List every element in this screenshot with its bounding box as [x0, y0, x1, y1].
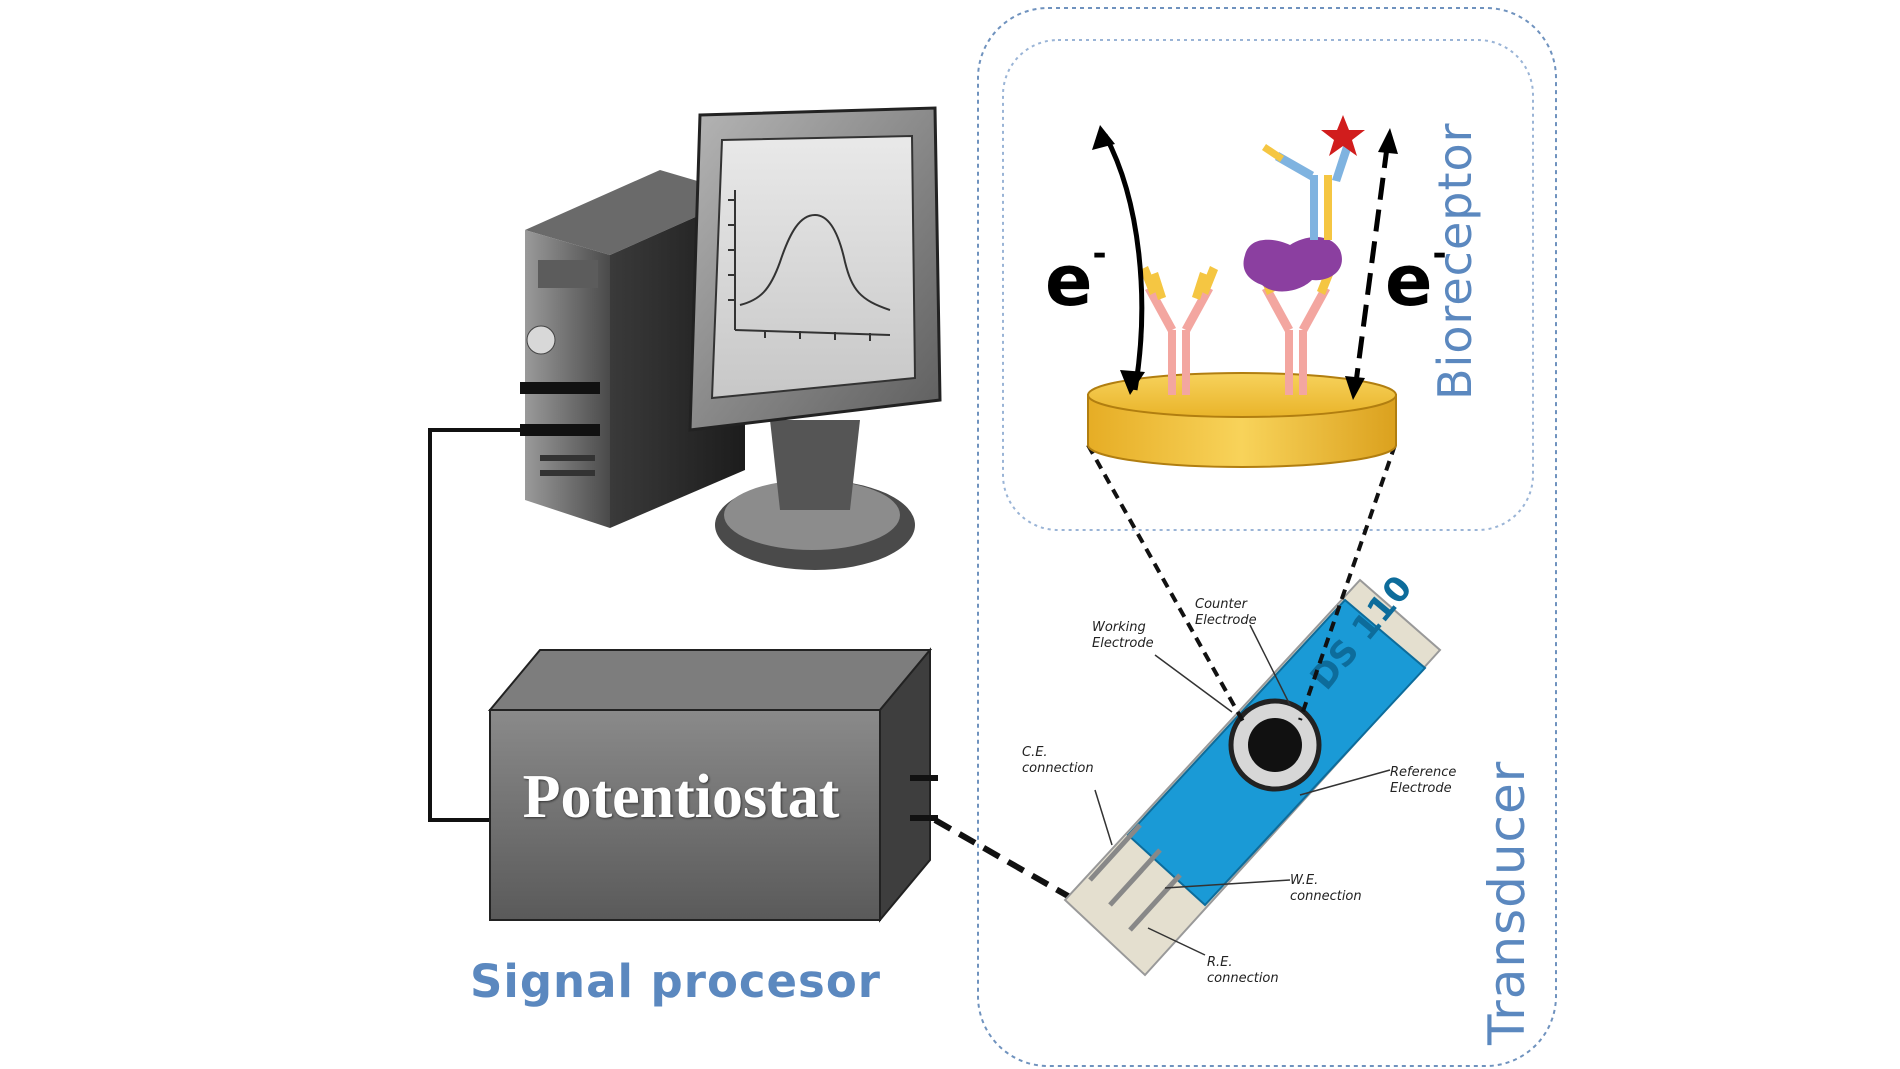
we-connection-label: W.E. connection — [1290, 873, 1362, 904]
electron-label-left: e- — [1045, 234, 1107, 322]
electron-label-right: e- — [1385, 234, 1447, 322]
computer-tower-icon — [520, 170, 745, 528]
signal-processor-label: Signal procesor — [470, 955, 881, 1008]
electron-arrow-left — [1092, 125, 1145, 395]
counter-electrode-label: Counter Electrode — [1195, 597, 1257, 628]
transducer-panel — [977, 7, 1557, 1067]
bioreceptor-panel — [1002, 39, 1534, 531]
star-label-icon — [1321, 115, 1365, 156]
monitor-screen-graph — [728, 190, 891, 341]
monitor-icon — [688, 106, 942, 570]
reference-electrode-label: Reference Electrode — [1390, 765, 1457, 796]
re-connection-label: R.E. connection — [1207, 955, 1279, 986]
zoom-line-left — [1086, 444, 1247, 726]
potentiostat-label: Potentiostat — [522, 763, 840, 831]
antigen-icon — [1243, 236, 1342, 292]
tower-cable — [428, 428, 520, 822]
transducer-label: Transducer — [1478, 760, 1536, 1045]
zoom-line-right — [1298, 444, 1397, 721]
potentiostat-box-icon — [487, 647, 938, 923]
bioreceptor-label: Bioreceptor — [1428, 122, 1482, 400]
antibody-icon — [1140, 266, 1218, 395]
ce-connection-label: C.E. connection — [1022, 745, 1094, 776]
gold-electrode-disk-icon — [1087, 372, 1397, 468]
electrode-strip-icon: DS 110 — [1063, 568, 1442, 977]
electron-arrow-right — [1345, 128, 1398, 400]
secondary-antibody-icon — [1262, 140, 1353, 240]
electrode-leader-lines — [1094, 624, 1391, 956]
strip-cable — [933, 817, 1112, 923]
working-electrode-label: Working Electrode — [1092, 620, 1154, 651]
